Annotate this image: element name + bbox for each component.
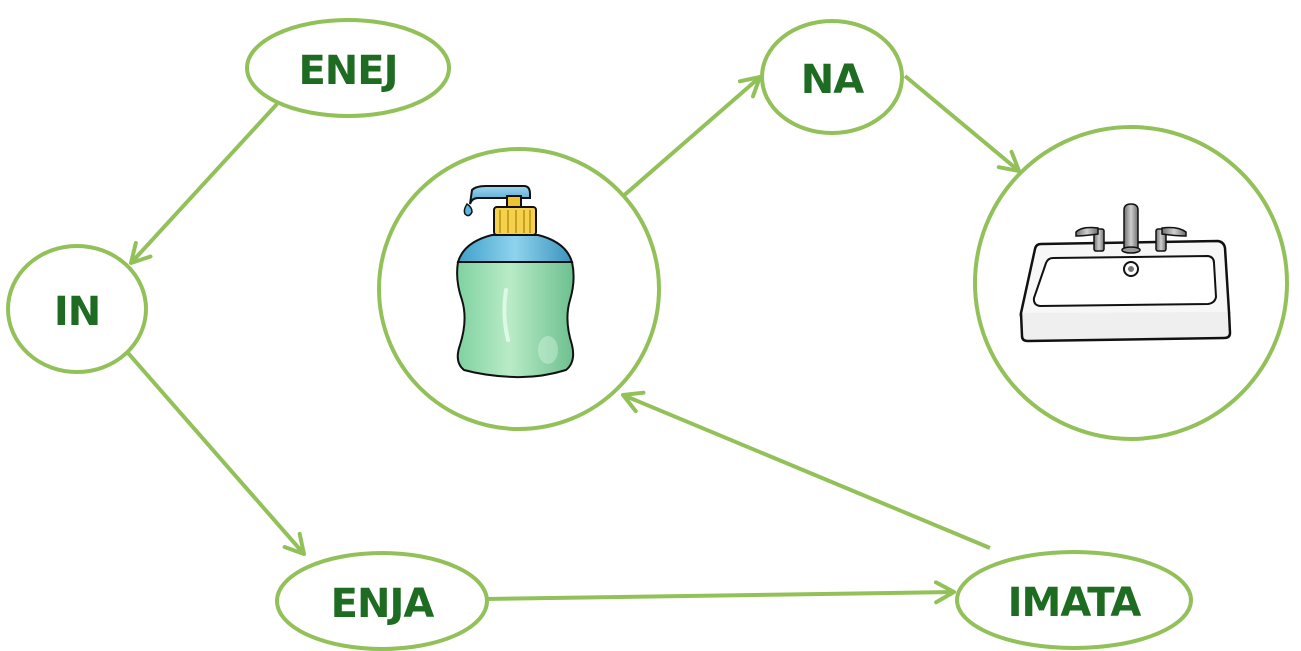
- edge-in-to-enja: [126, 351, 306, 556]
- edge-soap-to-na: [619, 75, 762, 200]
- node-in-label: IN: [54, 289, 100, 335]
- node-sink: [973, 125, 1289, 441]
- node-na-label: NA: [801, 57, 864, 103]
- node-enja-label: ENJA: [331, 581, 435, 627]
- node-enja: ENJA: [275, 551, 489, 651]
- sink-icon: [1019, 203, 1232, 343]
- edge-enja-to-imata: [484, 580, 956, 605]
- soap-dispenser-icon: [456, 185, 575, 379]
- edge-imata-to-soap: [621, 390, 991, 550]
- node-enej-label: ENEJ: [298, 48, 397, 94]
- node-in: IN: [6, 244, 148, 374]
- node-enej: ENEJ: [245, 18, 451, 118]
- edge-na-to-sink: [903, 74, 1021, 173]
- node-imata-label: IMATA: [1008, 580, 1142, 626]
- edges-group: [126, 74, 1021, 605]
- edge-enej-to-in: [129, 102, 279, 265]
- node-soap: [377, 147, 661, 431]
- node-imata: IMATA: [955, 550, 1193, 650]
- node-na: NA: [760, 19, 904, 135]
